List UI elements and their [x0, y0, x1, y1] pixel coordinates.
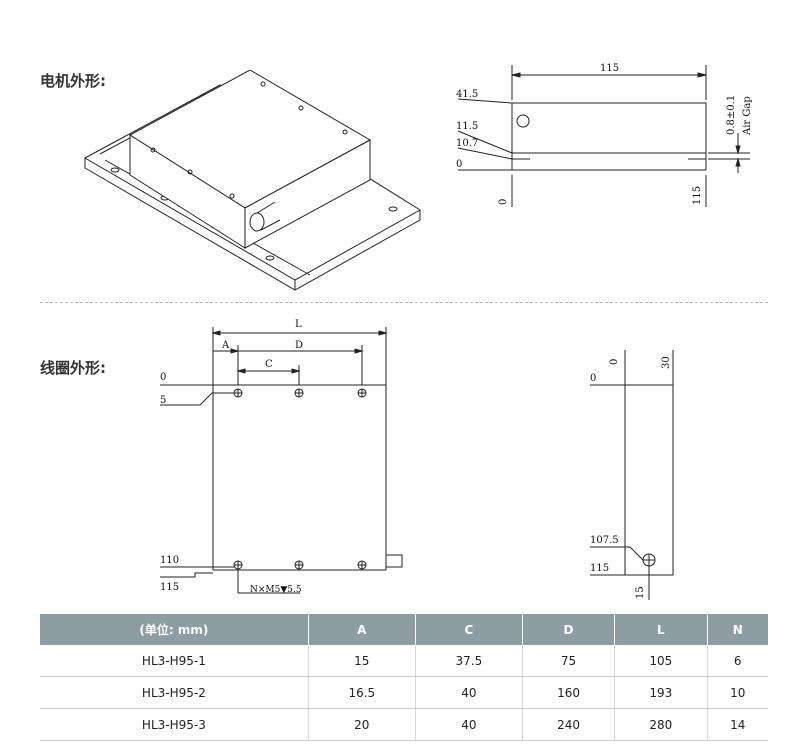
- coil-A-label: A: [221, 340, 230, 351]
- value-cell: 15: [307, 645, 416, 677]
- coil-D-label: D: [295, 340, 303, 351]
- motor-side-view-drawing: 115 41.5 11.5 10.7 0 0 115 0.8±0.1 Air G…: [456, 63, 753, 207]
- value-cell: 280: [614, 708, 707, 741]
- value-cell: 40: [414, 676, 523, 709]
- coil-side-view-drawing: 0 0 30 107.5 115 15: [590, 350, 674, 600]
- coil-L-label: L: [295, 319, 302, 330]
- table-row: HL3-H95-1 15 37.5 75 105 6: [40, 645, 768, 677]
- section-divider: [40, 302, 768, 303]
- coil-side-x15: 15: [635, 586, 646, 599]
- motor-h3-dim: 10.7: [456, 138, 478, 149]
- coil-side-y107: 107.5: [590, 535, 619, 546]
- value-cell: 20: [307, 708, 416, 741]
- coil-top-view-drawing: L A D C 0 5 110 115 N×M5▼5.5: [160, 319, 403, 595]
- coil-side-x30: 30: [661, 356, 672, 369]
- motor-bottom-left-dim: 0: [498, 199, 509, 205]
- coil-side-y115: 115: [590, 563, 609, 574]
- coil-y0-label: 0: [160, 372, 166, 383]
- value-cell: 10: [706, 676, 768, 709]
- value-cell: 193: [614, 676, 707, 709]
- coil-side-x0: 0: [590, 373, 596, 384]
- column-header-N: N: [706, 614, 768, 645]
- model-cell: HL3-H95-1: [40, 645, 309, 677]
- value-cell: 240: [521, 708, 615, 741]
- value-cell: 14: [706, 708, 768, 741]
- column-header-unit: (单位: mm): [40, 614, 309, 645]
- coil-outline-label: 线圈外形:: [40, 359, 106, 377]
- air-gap-value: 0.8±0.1: [726, 95, 737, 135]
- value-cell: 37.5: [414, 645, 523, 677]
- table-row: HL3-H95-2 16.5 40 160 193 10: [40, 676, 768, 709]
- coil-C-label: C: [265, 359, 273, 370]
- value-cell: 16.5: [307, 676, 416, 709]
- table-row: HL3-H95-3 20 40 240 280 14: [40, 708, 768, 741]
- coil-side-y0: 0: [609, 359, 620, 365]
- motor-h2-dim: 11.5: [456, 121, 478, 132]
- coil-y110-label: 110: [160, 555, 179, 566]
- motor-isometric-drawing: [83, 70, 421, 291]
- coil-y115-label: 115: [160, 582, 179, 593]
- column-header-D: D: [521, 614, 615, 645]
- motor-outline-label: 电机外形:: [40, 72, 106, 90]
- value-cell: 105: [614, 645, 707, 677]
- coil-y5-label: 5: [160, 395, 166, 406]
- model-cell: HL3-H95-3: [40, 708, 309, 741]
- motor-h4-dim: 0: [456, 159, 462, 170]
- model-cell: HL3-H95-2: [40, 676, 309, 709]
- value-cell: 40: [414, 708, 523, 741]
- motor-h1-dim: 41.5: [456, 89, 478, 100]
- hole-spec-note: N×M5▼5.5: [250, 585, 302, 595]
- column-header-L: L: [614, 614, 707, 645]
- value-cell: 160: [521, 676, 615, 709]
- column-header-C: C: [414, 614, 523, 645]
- table-header-row: (单位: mm) A C D L N: [40, 614, 768, 645]
- spec-table: (单位: mm) A C D L N HL3-H95-1 15 37.5 75 …: [40, 614, 768, 741]
- value-cell: 6: [706, 645, 768, 677]
- column-header-A: A: [307, 614, 416, 645]
- motor-width-dim: 115: [600, 63, 619, 74]
- value-cell: 75: [521, 645, 615, 677]
- motor-bottom-right-dim: 115: [692, 186, 703, 205]
- air-gap-label: Air Gap: [742, 96, 753, 136]
